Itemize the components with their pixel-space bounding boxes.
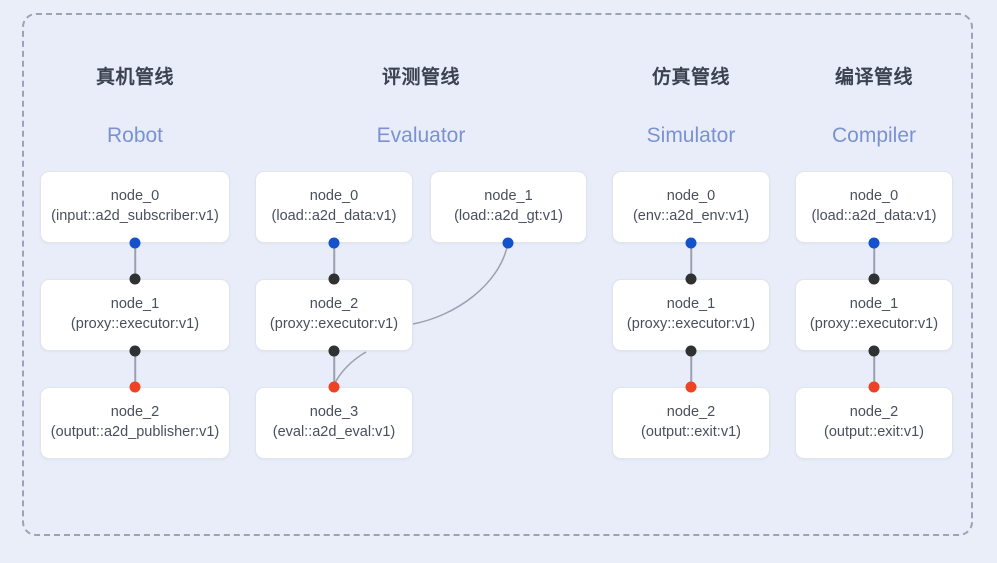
- node-label-name: node_3: [309, 404, 359, 421]
- node-robot-1[interactable]: node_1 (proxy::executor:v1): [40, 279, 230, 351]
- node-evaluator-3[interactable]: node_3 (eval::a2d_eval:v1): [255, 387, 413, 459]
- node-label-name: node_0: [110, 188, 160, 205]
- column-subtitle-compiler: Compiler: [831, 124, 917, 147]
- port-input-simulator-node2[interactable]: [685, 381, 697, 393]
- node-compiler-1[interactable]: node_1 (proxy::executor:v1): [795, 279, 953, 351]
- node-label-name: node_0: [666, 188, 716, 205]
- port-output-robot-node1[interactable]: [129, 345, 141, 357]
- link-compiler-0-1: [873, 243, 875, 279]
- link-robot-0-1: [134, 243, 136, 279]
- node-label-name: node_2: [309, 296, 359, 313]
- node-compiler-0[interactable]: node_0 (load::a2d_data:v1): [795, 171, 953, 243]
- node-label-name: node_1: [849, 296, 899, 313]
- node-label-type: (eval::a2d_eval:v1): [272, 424, 396, 440]
- port-output-compiler-node1[interactable]: [868, 345, 880, 357]
- node-label-type: (proxy::executor:v1): [626, 316, 756, 332]
- node-label-type: (output::exit:v1): [824, 424, 924, 440]
- node-label-type: (proxy::executor:v1): [269, 316, 399, 332]
- port-input-compiler-node2[interactable]: [868, 381, 880, 393]
- column-title-evaluator: 评测管线: [381, 67, 460, 88]
- column-subtitle-evaluator: Evaluator: [376, 124, 466, 147]
- port-output-evaluator-node0[interactable]: [328, 237, 340, 249]
- port-output-simulator-node0[interactable]: [685, 237, 697, 249]
- node-label-type: (load::a2d_data:v1): [271, 208, 397, 224]
- node-label-name: node_2: [666, 404, 716, 421]
- node-label-name: node_2: [110, 404, 160, 421]
- node-evaluator-1[interactable]: node_1 (load::a2d_gt:v1): [430, 171, 587, 243]
- node-simulator-1[interactable]: node_1 (proxy::executor:v1): [612, 279, 770, 351]
- node-label-type: (output::exit:v1): [641, 424, 741, 440]
- port-output-compiler-node0[interactable]: [868, 237, 880, 249]
- port-output-robot-node0[interactable]: [129, 237, 141, 249]
- port-output-evaluator-node1[interactable]: [502, 237, 514, 249]
- node-evaluator-0[interactable]: node_0 (load::a2d_data:v1): [255, 171, 413, 243]
- link-evaluator-0-2: [333, 243, 335, 279]
- node-label-type: (input::a2d_subscriber:v1): [51, 208, 219, 224]
- link-robot-1-2: [134, 351, 136, 387]
- node-label-type: (load::a2d_gt:v1): [454, 208, 563, 224]
- node-label-type: (proxy::executor:v1): [809, 316, 939, 332]
- link-simulator-1-2: [690, 351, 692, 387]
- node-simulator-0[interactable]: node_0 (env::a2d_env:v1): [612, 171, 770, 243]
- node-compiler-2[interactable]: node_2 (output::exit:v1): [795, 387, 953, 459]
- node-robot-0[interactable]: node_0 (input::a2d_subscriber:v1): [40, 171, 230, 243]
- node-label-name: node_0: [849, 188, 899, 205]
- node-label-name: node_1: [484, 188, 533, 205]
- port-output-simulator-node1[interactable]: [685, 345, 697, 357]
- column-subtitle-simulator: Simulator: [646, 124, 736, 147]
- column-title-simulator: 仿真管线: [651, 67, 730, 88]
- port-input-evaluator-node3[interactable]: [328, 381, 340, 393]
- port-input-robot-node2[interactable]: [129, 381, 141, 393]
- link-compiler-1-2: [873, 351, 875, 387]
- port-input-simulator-node1[interactable]: [685, 273, 697, 285]
- node-label-type: (output::a2d_publisher:v1): [50, 424, 220, 440]
- node-robot-2[interactable]: node_2 (output::a2d_publisher:v1): [40, 387, 230, 459]
- port-input-robot-node1[interactable]: [129, 273, 141, 285]
- node-label-type: (env::a2d_env:v1): [632, 208, 750, 224]
- link-simulator-0-1: [690, 243, 692, 279]
- node-label-type: (proxy::executor:v1): [70, 316, 200, 332]
- column-title-robot: 真机管线: [95, 67, 174, 88]
- node-label-name: node_1: [666, 296, 716, 313]
- node-label-name: node_2: [849, 404, 899, 421]
- node-label-type: (load::a2d_data:v1): [811, 208, 937, 224]
- port-input-compiler-node1[interactable]: [868, 273, 880, 285]
- port-output-evaluator-node2[interactable]: [328, 345, 340, 357]
- column-title-compiler: 编译管线: [834, 67, 913, 88]
- node-label-name: node_0: [309, 188, 359, 205]
- node-label-name: node_1: [110, 296, 160, 313]
- column-subtitle-robot: Robot: [106, 124, 164, 147]
- port-input-evaluator-node2[interactable]: [328, 273, 340, 285]
- node-evaluator-2[interactable]: node_2 (proxy::executor:v1): [255, 279, 413, 351]
- node-simulator-2[interactable]: node_2 (output::exit:v1): [612, 387, 770, 459]
